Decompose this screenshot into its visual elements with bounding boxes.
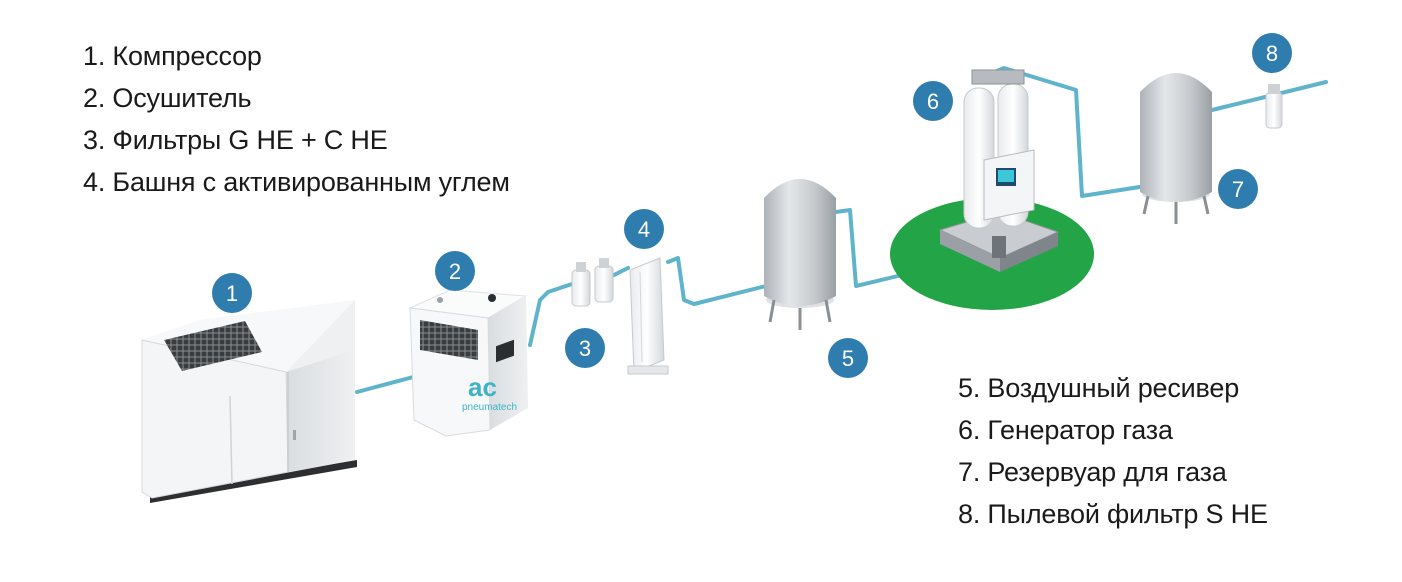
gas-generator (890, 69, 1094, 310)
legend-item-filters: 3. Фильтры G HE + C HE (83, 125, 388, 155)
filters-g-c (571, 258, 614, 307)
pipe-tower-receiver (666, 256, 768, 306)
badge-8: 8 (1252, 33, 1292, 73)
svg-text:8: 8 (1266, 41, 1278, 66)
legend-item-gas-tank: 7. Резервуар для газа (958, 457, 1227, 487)
badge-3: 3 (565, 328, 605, 368)
pipe-filters-tower (610, 266, 630, 278)
dryer: ac pneumatech (408, 289, 528, 437)
legend-item-dryer: 2. Осушитель (83, 83, 252, 113)
legend-right: 5. Воздушный ресивер 6. Генератор газа 7… (958, 367, 1268, 535)
badge-1: 1 (212, 273, 252, 313)
legend-item-carbon-tower: 4. Башня с активированным углем (83, 167, 510, 197)
badge-7: 7 (1218, 169, 1258, 209)
legend-item-dust-filter: 8. Пылевой фильтр S HE (958, 499, 1268, 529)
gas-storage-tank (1140, 73, 1212, 224)
carbon-tower (627, 257, 669, 375)
svg-text:4: 4 (638, 217, 650, 242)
svg-text:3: 3 (579, 336, 591, 361)
legend-item-compressor: 1. Компрессор (83, 41, 262, 71)
badge-4: 4 (624, 209, 664, 249)
dust-filter (1265, 84, 1283, 129)
dryer-logo: ac (468, 372, 497, 402)
legend-left: 1. Компрессор 2. Осушитель 3. Фильтры G … (83, 35, 510, 203)
svg-text:7: 7 (1232, 177, 1244, 202)
badge-6: 6 (913, 81, 953, 121)
svg-text:5: 5 (842, 346, 854, 371)
compressor (141, 300, 357, 503)
legend-item-gas-generator: 6. Генератор газа (958, 415, 1173, 445)
badge-5: 5 (828, 338, 868, 378)
pipe-dryer-filters (528, 282, 574, 347)
legend-item-air-receiver: 5. Воздушный ресивер (958, 373, 1240, 403)
badge-2: 2 (435, 251, 475, 291)
air-receiver (764, 179, 836, 330)
svg-text:1: 1 (226, 281, 238, 306)
dryer-brand-name: pneumatech (462, 402, 517, 413)
svg-text:2: 2 (449, 259, 461, 284)
svg-text:6: 6 (927, 89, 939, 114)
